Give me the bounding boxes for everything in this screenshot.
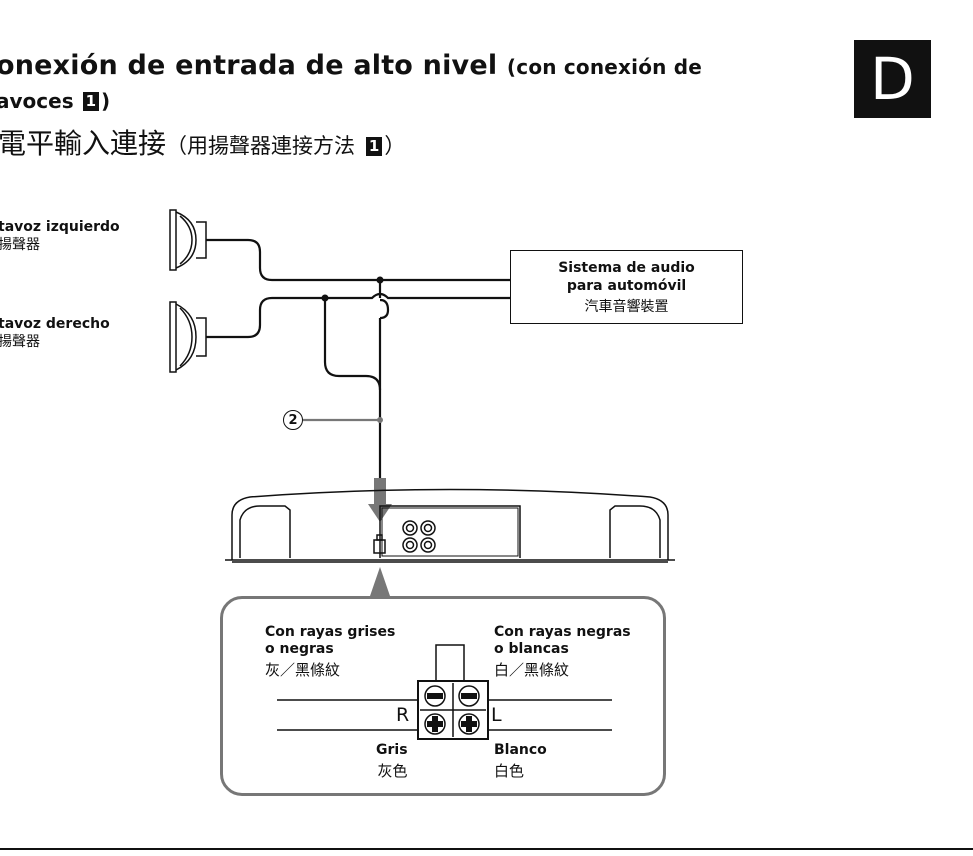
right-speaker-icon: [169, 301, 207, 373]
step-number-badge-cn: 1: [365, 137, 383, 156]
car-audio-system-box: Sistema de audio para automóvil 汽車音響裝置: [510, 250, 743, 324]
title-cn-main: 電平輸入連接: [0, 127, 167, 160]
callout-number: 2: [283, 410, 303, 430]
title-main: onexión de entrada de alto nivel: [0, 50, 498, 81]
section-letter-badge: D: [854, 40, 931, 118]
gray-stripe-label: Con rayas grises o negras 灰／黑條紋: [265, 624, 396, 679]
section-title: onexión de entrada de alto nivel (con co…: [0, 50, 702, 81]
speaker-wires: [206, 238, 510, 480]
left-speaker-label: tavoz izquierdo 揚聲器: [0, 219, 120, 253]
callout-pointer: [370, 567, 390, 596]
bottom-rule: [0, 848, 973, 850]
title-cn-close: ）: [384, 134, 406, 158]
white-wire-label: Blanco 白色: [494, 742, 547, 780]
amplifier-unit: [225, 488, 675, 563]
title-line2-text: avoces: [0, 89, 74, 113]
section-title-chinese: 電平輸入連接（用揚聲器連接方法 1）: [0, 122, 405, 162]
step-number-badge: 1: [82, 92, 100, 111]
connector-detail: [277, 644, 612, 740]
left-speaker-icon: [169, 209, 207, 271]
right-speaker-label: tavoz derecho 揚聲器: [0, 316, 110, 350]
title-line2-close: ): [101, 89, 111, 113]
white-stripe-label: Con rayas negras o blancas 白／黑條紋: [494, 624, 631, 679]
title-paren: (con conexión de: [506, 55, 703, 79]
gray-wire-label: Gris 灰色: [376, 742, 408, 780]
section-title-line2: avoces 1): [0, 89, 110, 113]
right-channel-label: R: [396, 704, 410, 726]
left-channel-label: L: [491, 704, 502, 726]
junction-dot: [321, 294, 329, 302]
junction-dot: [376, 276, 384, 284]
title-cn-paren: （用揚聲器連接方法: [166, 134, 356, 158]
connector-callout-box: [220, 596, 666, 796]
